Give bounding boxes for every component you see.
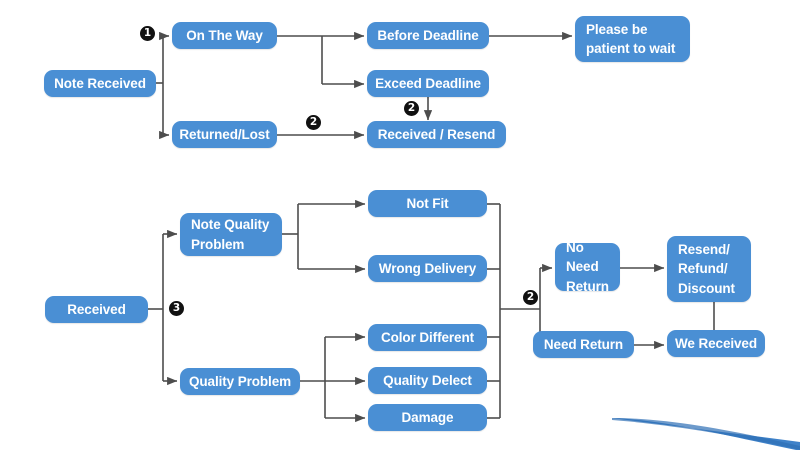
node-we-received[interactable]: We Received [667,330,765,357]
step-marker-two-exceed: 2 [404,101,419,116]
node-label: Damage [401,409,454,425]
node-label: Need Return [543,336,624,352]
node-label: Before Deadline [377,27,479,43]
node-returned-lost[interactable]: Returned/Lost [172,121,277,148]
node-damage[interactable]: Damage [368,404,487,431]
step-marker-three: 3 [169,301,184,316]
node-label: No Need Return [566,240,609,294]
node-no-need-return[interactable]: No Need Return [555,240,620,294]
node-color-different[interactable]: Color Different [368,324,487,351]
step-marker-label: 2 [526,291,535,304]
node-label: Resend/ Refund/ Discount [678,242,735,296]
step-marker-label: 1 [143,27,152,40]
node-received[interactable]: Received [45,296,148,323]
node-quality-delect[interactable]: Quality Delect [368,367,487,394]
step-marker-label: 3 [172,302,181,315]
node-label: On The Way [186,27,263,43]
node-label: Exceed Deadline [375,75,481,91]
node-label: Wrong Delivery [378,260,477,276]
node-label: Not Fit [406,195,449,211]
step-marker-label: 2 [407,102,416,115]
node-before-deadline[interactable]: Before Deadline [367,22,489,49]
node-label: Please be patient to wait [586,21,676,56]
step-marker-label: 2 [309,116,318,129]
node-please-be-patient[interactable]: Please be patient to wait [575,16,690,62]
node-on-the-way[interactable]: On The Way [172,22,277,49]
decorative-swoosh [612,418,800,450]
node-need-return[interactable]: Need Return [533,331,634,358]
node-resend-refund-discount[interactable]: Resend/ Refund/ Discount [667,236,751,302]
node-note-quality-problem[interactable]: Note Quality Problem [180,213,282,256]
node-label: We Received [675,335,757,351]
node-label: Returned/Lost [179,126,270,142]
step-marker-one: 1 [140,26,155,41]
node-label: Color Different [380,329,474,345]
node-label: Note Received [54,75,146,91]
node-label: Note Quality Problem [191,217,270,252]
node-label: Received [67,301,126,317]
step-marker-two-returned: 2 [306,115,321,130]
node-label: Quality Problem [188,373,292,389]
step-marker-two-return-branch: 2 [523,290,538,305]
node-note-received[interactable]: Note Received [44,70,156,97]
node-quality-problem[interactable]: Quality Problem [180,368,300,395]
node-not-fit[interactable]: Not Fit [368,190,487,217]
node-wrong-delivery[interactable]: Wrong Delivery [368,255,487,282]
node-exceed-deadline[interactable]: Exceed Deadline [367,70,489,97]
node-label: Received / Resend [377,126,496,142]
node-received-resend[interactable]: Received / Resend [367,121,506,148]
node-label: Quality Delect [383,372,472,388]
